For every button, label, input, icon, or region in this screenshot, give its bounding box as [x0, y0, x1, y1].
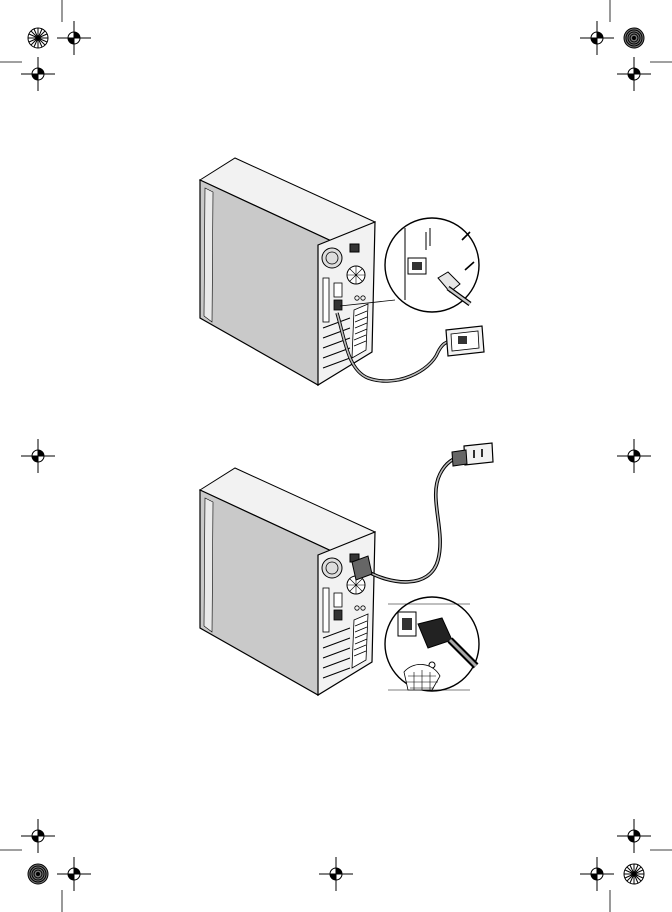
registration-crosshair-icon — [319, 857, 353, 891]
color-target-top-right — [624, 28, 644, 48]
power-cable-illustration — [200, 443, 493, 695]
color-target-bottom-right — [624, 864, 644, 884]
registration-crosshair-icon — [21, 439, 55, 473]
registration-crosshair-icon — [580, 857, 614, 891]
registration-crosshair-icon — [617, 439, 651, 473]
registration-crosshair-icon — [57, 21, 91, 55]
color-target-bottom-left — [28, 864, 48, 884]
tower-computer — [200, 468, 375, 695]
wall-power-outlet — [452, 443, 493, 466]
color-target-top-left — [28, 28, 48, 48]
registration-crosshair-icon — [57, 857, 91, 891]
network-cable-illustration — [200, 158, 484, 385]
network-port-closeup — [385, 218, 479, 312]
registration-crosshair-icon — [21, 57, 55, 91]
registration-crosshair-icon — [580, 21, 614, 55]
power-inlet-closeup — [385, 597, 479, 691]
registration-crosshair-icon — [617, 819, 651, 853]
wall-network-jack — [446, 326, 484, 356]
registration-crosshair-icon — [617, 57, 651, 91]
registration-crosshair-icon — [21, 819, 55, 853]
